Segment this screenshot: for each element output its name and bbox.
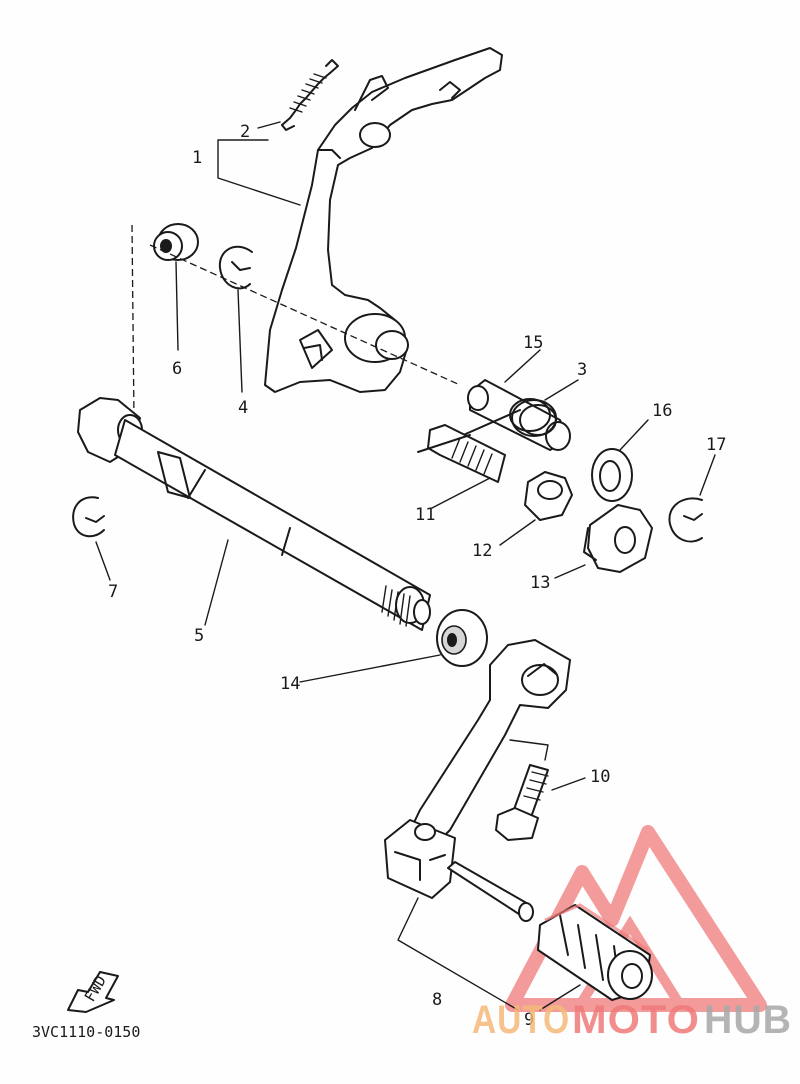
shift-pedal-part-8 — [384, 639, 571, 922]
spring-part-2 — [281, 59, 339, 131]
leader-6 — [175, 261, 179, 351]
circlip-part-4 — [218, 245, 253, 290]
leader-8 — [397, 897, 519, 1011]
washer-part-16 — [591, 448, 633, 502]
callout-16: 16 — [652, 401, 672, 421]
callout-3: 3 — [577, 360, 587, 380]
leader-7 — [95, 541, 111, 581]
circlip-part-7 — [72, 496, 105, 538]
callout-1: 1 — [192, 148, 202, 168]
callout-2: 2 — [240, 122, 250, 142]
bolt-part-10 — [495, 764, 549, 841]
plate-part-13 — [583, 504, 653, 573]
circlip-part-17 — [668, 497, 703, 543]
shift-shaft-part-5 — [77, 397, 431, 631]
leader-11 — [431, 477, 491, 509]
leader-17 — [699, 454, 716, 496]
callout-13: 13 — [530, 573, 550, 593]
callout-11: 11 — [415, 505, 435, 525]
pin-part-15 — [467, 379, 571, 451]
axis-line-vertical — [131, 224, 135, 421]
leader-16 — [619, 419, 649, 451]
leader-10 — [551, 777, 586, 791]
leader-13 — [554, 564, 586, 579]
leader-12 — [499, 519, 536, 546]
pedal-rubber-part-9 — [537, 903, 653, 1001]
watermark-suffix: HUB — [704, 998, 792, 1042]
leader-2 — [257, 121, 281, 129]
leader-5 — [204, 539, 229, 626]
callout-14: 14 — [280, 674, 300, 694]
spring-part-3 — [451, 398, 557, 441]
watermark-prefix: AUTO — [472, 998, 570, 1042]
leader-14 — [299, 654, 441, 683]
callout-10: 10 — [590, 767, 610, 787]
leader-9 — [539, 984, 581, 1011]
leader-8-upper — [509, 739, 549, 761]
axis-line — [149, 244, 461, 386]
callout-5: 5 — [194, 626, 204, 646]
diagram-code: 3VC1110-0150 — [32, 1023, 140, 1041]
callout-15: 15 — [523, 333, 543, 353]
callout-12: 12 — [472, 541, 492, 561]
shift-arm-part-1 — [264, 47, 503, 393]
leader-3 — [544, 379, 579, 401]
bolt-part-11 — [417, 424, 506, 483]
callout-8: 8 — [432, 990, 442, 1010]
leader-1 — [217, 139, 301, 206]
oil-seal-part-14 — [436, 609, 488, 667]
leader-4 — [237, 289, 243, 393]
leader-15 — [504, 349, 541, 383]
callout-6: 6 — [172, 359, 182, 379]
callout-7: 7 — [108, 582, 118, 602]
fwd-arrow-icon: FWD — [67, 971, 119, 1013]
watermark-middle: MOTO — [572, 998, 700, 1042]
callout-17: 17 — [706, 435, 726, 455]
callout-9: 9 — [524, 1010, 534, 1030]
callout-4: 4 — [238, 398, 248, 418]
automotohub-watermark: AUTO MOTO HUB — [472, 998, 792, 1042]
bushing-part-6 — [153, 223, 199, 261]
nut-part-12 — [524, 471, 573, 521]
